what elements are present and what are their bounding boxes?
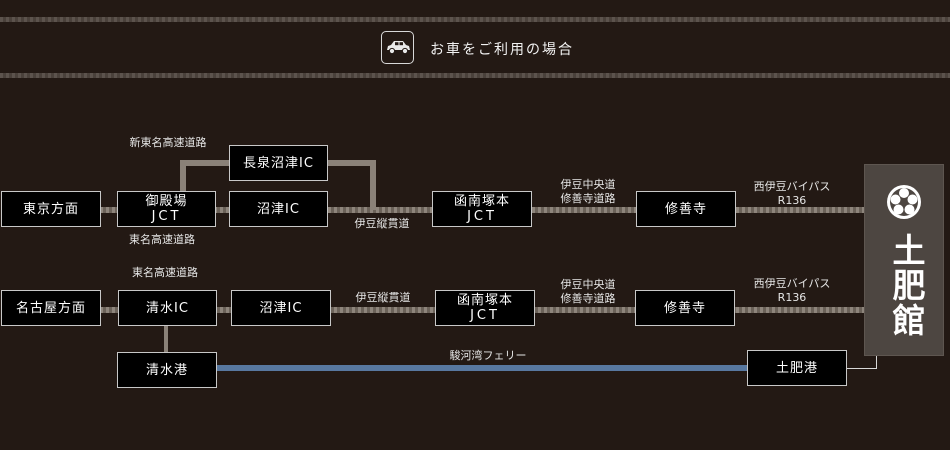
label-nishiizu-1b: R136 bbox=[777, 194, 807, 207]
shintomei-connector-left bbox=[180, 160, 186, 192]
ferry-port-link-h bbox=[846, 368, 876, 369]
node-shuzenji-2: 修善寺 bbox=[635, 290, 735, 326]
node-nagaizumi-label: 長泉沼津IC bbox=[243, 155, 314, 171]
node-toi-port: 土肥港 bbox=[747, 350, 847, 386]
label-nishiizu-2b: R136 bbox=[777, 291, 807, 304]
page-title: お車をご利用の場合 bbox=[430, 42, 574, 58]
label-izu-chuo-1b: 修善寺道路 bbox=[560, 192, 616, 205]
destination-name: 土肥館 bbox=[887, 232, 926, 338]
ferry-port-link-v bbox=[876, 354, 877, 369]
car-icon bbox=[381, 31, 414, 64]
node-nagoya-label: 名古屋方面 bbox=[15, 300, 86, 316]
node-shuzenji-1-label: 修善寺 bbox=[664, 201, 707, 217]
node-tokyo: 東京方面 bbox=[1, 191, 101, 227]
node-nagaizumi-ic: 長泉沼津IC bbox=[229, 145, 328, 181]
label-nishiizu-1a: 西伊豆バイパス bbox=[753, 180, 831, 193]
node-numazu-ic-2-label: 沼津IC bbox=[259, 300, 303, 316]
label-tomei-2: 東名高速道路 bbox=[132, 266, 198, 279]
node-nagoya: 名古屋方面 bbox=[1, 290, 101, 326]
label-shintomei: 新東名高速道路 bbox=[129, 136, 207, 149]
label-izu-chuo-2a: 伊豆中央道 bbox=[560, 278, 616, 291]
node-kannami-2-line2: JCT bbox=[470, 308, 500, 323]
node-kannami-2-line1: 函南塚本 bbox=[456, 293, 513, 308]
node-shuzenji-2-label: 修善寺 bbox=[663, 300, 706, 316]
node-shimizu-port: 清水港 bbox=[117, 352, 217, 388]
header-divider bbox=[0, 73, 950, 78]
node-numazu-ic-1-label: 沼津IC bbox=[257, 201, 300, 217]
top-divider bbox=[0, 17, 950, 22]
destination-badge: 土肥館 bbox=[864, 164, 944, 356]
shimizu-port-connector bbox=[164, 325, 168, 353]
label-ferry: 駿河湾フェリー bbox=[449, 349, 527, 362]
label-tomei-1: 東名高速道路 bbox=[129, 233, 195, 246]
node-toi-port-label: 土肥港 bbox=[775, 360, 818, 376]
node-shimizu-ic-label: 清水IC bbox=[146, 300, 189, 316]
node-shuzenji-1: 修善寺 bbox=[636, 191, 736, 227]
shintomei-connector-top-right bbox=[328, 160, 376, 166]
node-numazu-ic-1: 沼津IC bbox=[229, 191, 328, 227]
label-izu-jukan-2: 伊豆縦貫道 bbox=[355, 291, 411, 304]
node-kannami-1-line1: 函南塚本 bbox=[453, 194, 510, 209]
label-nishiizu-2a: 西伊豆バイパス bbox=[753, 277, 831, 290]
node-numazu-ic-2: 沼津IC bbox=[231, 290, 331, 326]
label-izu-chuo-2b: 修善寺道路 bbox=[560, 292, 616, 305]
node-gotemba-line2: JCT bbox=[151, 209, 182, 224]
ferry-route-line bbox=[216, 365, 748, 371]
shintomei-connector-top-left bbox=[180, 160, 230, 166]
family-crest-icon bbox=[885, 183, 923, 225]
node-gotemba-line1: 御殿場 bbox=[145, 194, 188, 209]
label-izu-chuo-1a: 伊豆中央道 bbox=[560, 178, 616, 191]
label-izu-jukan-1: 伊豆縦貫道 bbox=[354, 217, 410, 230]
node-kannami-jct-2: 函南塚本 JCT bbox=[435, 290, 535, 326]
node-shimizu-port-label: 清水港 bbox=[145, 362, 188, 378]
node-gotemba-jct: 御殿場 JCT bbox=[117, 191, 216, 227]
node-shimizu-ic: 清水IC bbox=[118, 290, 217, 326]
node-kannami-jct-1: 函南塚本 JCT bbox=[432, 191, 532, 227]
node-kannami-1-line2: JCT bbox=[467, 209, 497, 224]
shintomei-connector-right bbox=[370, 160, 376, 210]
header: お車をご利用の場合 bbox=[0, 22, 950, 73]
node-tokyo-label: 東京方面 bbox=[22, 201, 79, 217]
